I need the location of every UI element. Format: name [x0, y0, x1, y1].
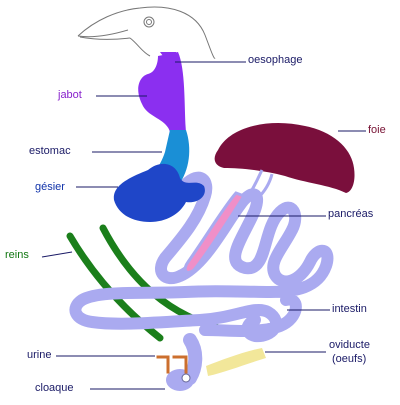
pancreas — [183, 191, 247, 274]
label-cloaque: cloaque — [35, 382, 74, 394]
label-oesophage: oesophage — [248, 54, 303, 66]
eye-outer — [143, 16, 155, 28]
rectum-tube — [183, 333, 203, 385]
urine-duct-left — [156, 355, 170, 374]
crop — [138, 52, 186, 132]
urine-ducts — [156, 355, 188, 374]
head-top-outline — [77, 6, 216, 59]
beak-upper-outline — [77, 29, 129, 38]
label-pancreas: pancréas — [328, 208, 374, 220]
label-urine: urine — [27, 349, 52, 361]
eye-inner — [146, 19, 152, 25]
intestine — [69, 171, 334, 385]
label-oeufs: (oeufs) — [332, 353, 367, 365]
beak-lower-outline — [79, 36, 131, 40]
label-foie: foie — [368, 124, 386, 136]
label-gesier: gésier — [35, 181, 65, 193]
label-jabot: jabot — [58, 89, 82, 101]
label-estomac: estomac — [29, 145, 71, 157]
leader-reins — [41, 251, 73, 258]
gizzard — [113, 163, 205, 222]
cloaca-opening — [181, 373, 191, 383]
oviduct — [206, 348, 266, 376]
label-intestin: intestin — [332, 303, 367, 315]
liver — [214, 123, 355, 193]
urine-duct-right — [172, 355, 188, 374]
bird-head-outline — [77, 6, 216, 59]
leader-lines — [41, 61, 366, 390]
liver-ducts — [246, 169, 274, 200]
cloaca — [166, 369, 194, 391]
label-reins: reins — [5, 249, 29, 261]
label-oviducte: oviducte — [329, 339, 370, 351]
throat-outline — [129, 37, 151, 57]
